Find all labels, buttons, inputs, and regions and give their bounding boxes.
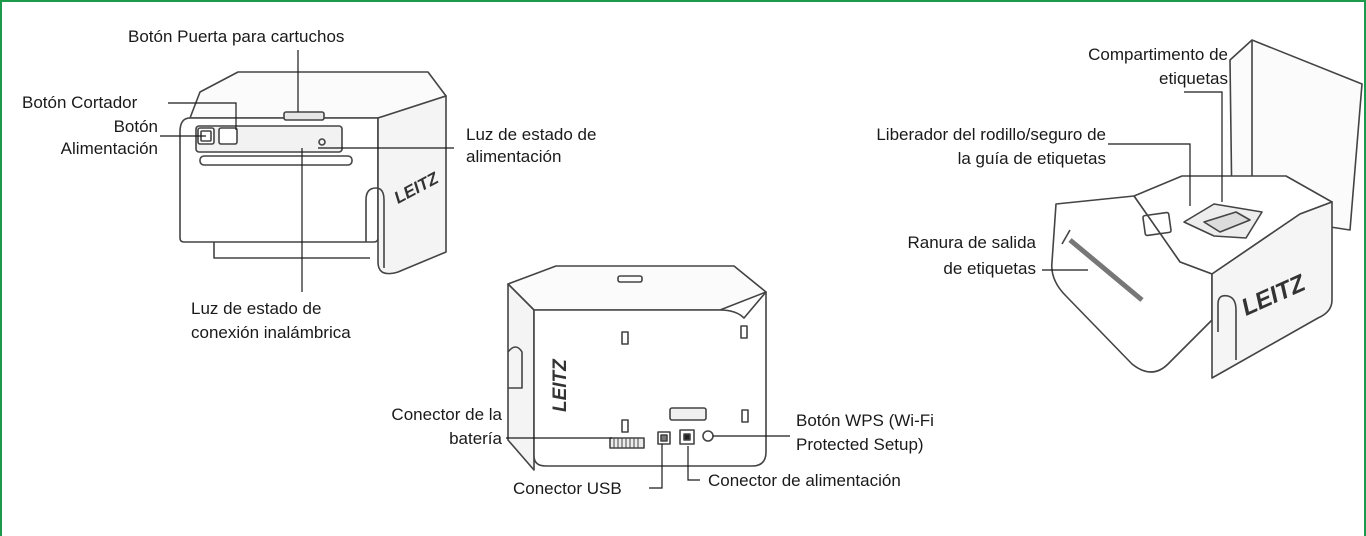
label-exit-slot-2: de etiquetas [943, 259, 1036, 278]
label-label-compartment-2: etiquetas [1159, 69, 1228, 88]
label-roller-release-2: la guía de etiquetas [957, 149, 1106, 168]
label-power-connector: Conector de alimentación [708, 471, 901, 490]
label-wps-1: Botón WPS (Wi-Fi [796, 411, 934, 430]
label-wireless-status-1: Luz de estado de [191, 299, 322, 318]
leader-lines [160, 50, 1223, 489]
front-printer-view [179, 71, 447, 275]
label-power-status-1: Luz de estado de [466, 125, 597, 144]
label-wps-2: Protected Setup) [796, 435, 924, 454]
label-cartridge-door: Botón Puerta para cartuchos [128, 27, 345, 46]
label-power-button-2: Alimentación [60, 139, 158, 158]
label-wireless-status-2: conexión inalámbrica [191, 323, 351, 342]
brand-logo-back: LEITZ [550, 358, 571, 412]
label-roller-release-1: Liberador del rodillo/seguro de [876, 125, 1106, 144]
label-label-compartment-1: Compartimento de [1088, 45, 1228, 64]
back-printer-view [507, 265, 767, 471]
open-printer-view [1050, 39, 1363, 379]
label-usb-connector: Conector USB [513, 479, 622, 498]
label-power-button-1: Botón [113, 117, 158, 136]
label-power-status-2: alimentación [466, 147, 562, 166]
label-cutter-button: Botón Cortador [22, 93, 138, 112]
label-battery-1: Conector de la [391, 405, 502, 424]
label-exit-slot-1: Ranura de salida [907, 233, 1036, 252]
label-battery-2: batería [449, 429, 502, 448]
